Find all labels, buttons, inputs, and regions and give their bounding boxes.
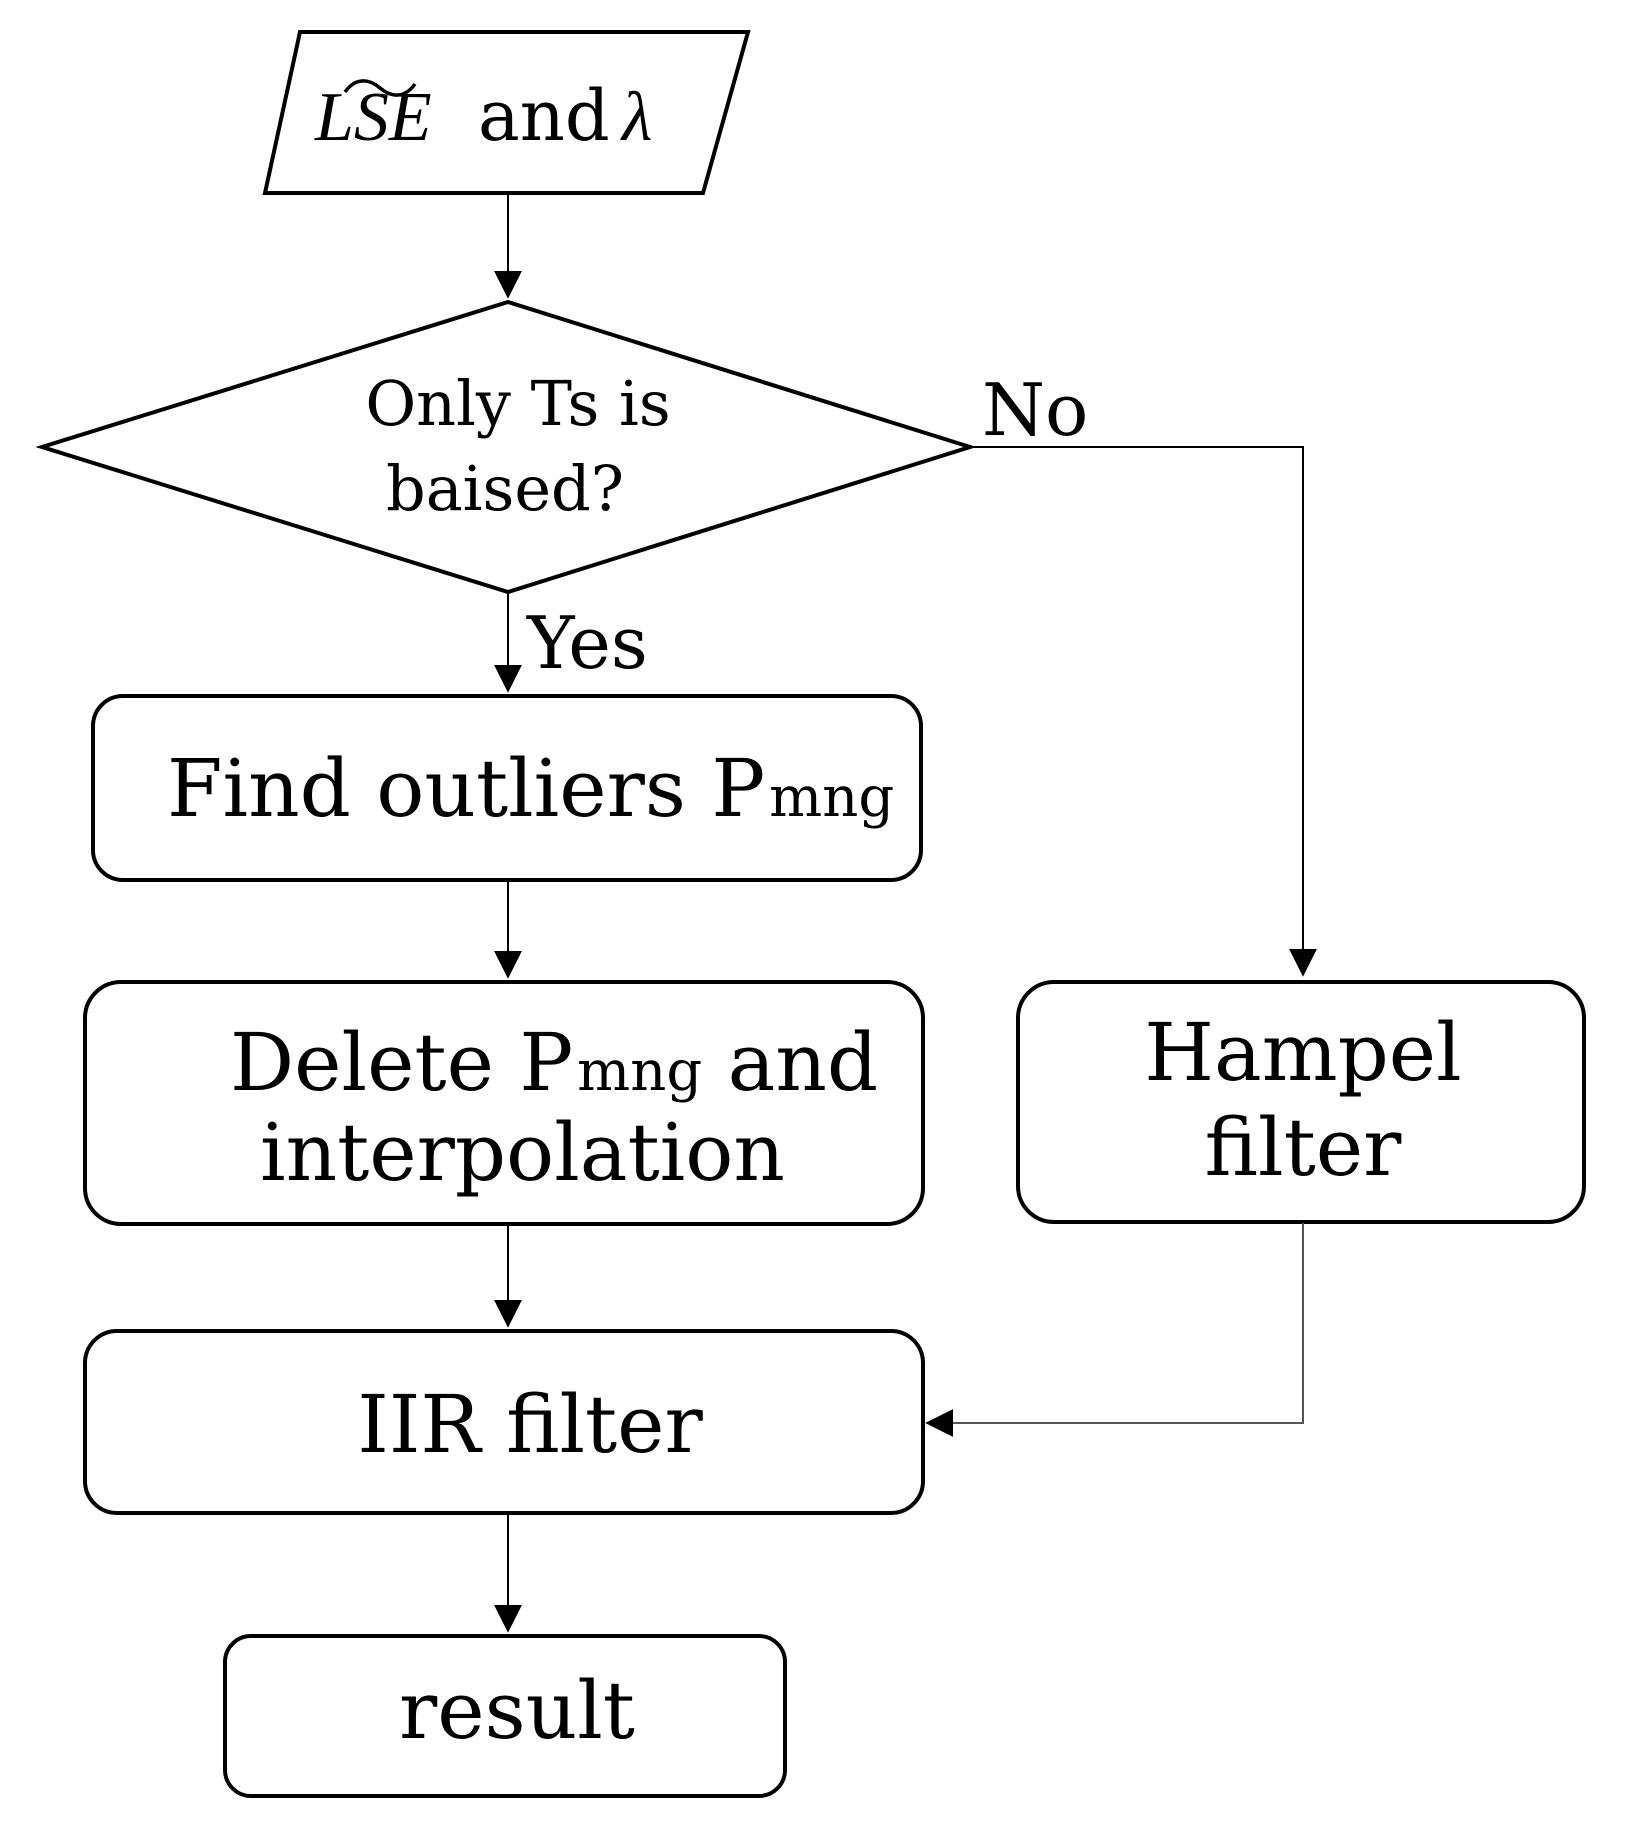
decision-diamond: Only Ts is baised?: [35, 299, 977, 595]
find-outliers-text: Find outliers Pmng: [167, 742, 894, 835]
delete-interpolation-box: Delete Pmng and interpolation: [83, 980, 925, 1226]
tilde-mark: [343, 79, 417, 97]
input-lse-text: LSE: [314, 79, 432, 156]
decision-line1: Only Ts is: [365, 367, 670, 440]
result-box: result: [223, 1634, 787, 1798]
edge-hampel-to-iir: [925, 1223, 1304, 1437]
no-label: No: [982, 368, 1088, 452]
hampel-filter-box: Hampel filter: [1016, 980, 1586, 1224]
input-and-text: and: [478, 75, 610, 157]
find-outliers-sub: mng: [769, 765, 894, 830]
delete-sub: mng: [577, 1039, 702, 1104]
yes-label: Yes: [526, 601, 648, 685]
delete-line1: Delete Pmng and: [230, 1016, 878, 1109]
input-lambda-text: λ: [620, 79, 652, 156]
hampel-line2: filter: [1205, 1101, 1402, 1194]
iir-text: IIR filter: [357, 1378, 703, 1471]
iir-filter-box: IIR filter: [83, 1329, 925, 1515]
hampel-line1: Hampel: [1144, 1006, 1461, 1099]
input-parallelogram: LSE and λ: [262, 30, 751, 195]
decision-line2: baised?: [386, 452, 624, 525]
result-text: result: [399, 1664, 635, 1757]
find-outliers-box: Find outliers Pmng: [91, 694, 923, 882]
delete-line2: interpolation: [260, 1106, 785, 1199]
edge-decision-no-to-hampel: [970, 446, 1317, 977]
